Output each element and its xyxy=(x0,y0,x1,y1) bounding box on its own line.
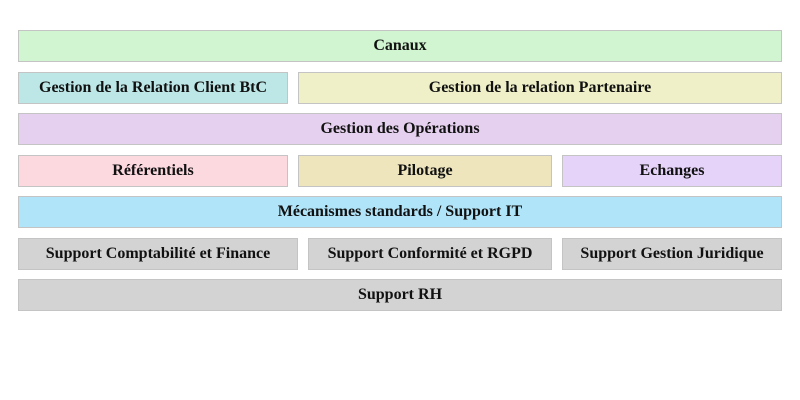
relation-partenaire-label: Gestion de la relation Partenaire xyxy=(428,79,652,96)
support-rh-block: Support RH xyxy=(18,279,782,311)
pilotage-block: Pilotage xyxy=(298,155,552,187)
pilotage-label: Pilotage xyxy=(397,162,453,179)
support-conformite-label: Support Conformité et RGPD xyxy=(327,245,533,262)
referentiels-block: Référentiels xyxy=(18,155,288,187)
relation-partenaire-block: Gestion de la relation Partenaire xyxy=(298,72,782,104)
support-comptabilite-label: Support Comptabilité et Finance xyxy=(45,245,271,262)
relation-client-btc-block: Gestion de la Relation Client BtC xyxy=(18,72,288,104)
operations-label: Gestion des Opérations xyxy=(320,120,480,137)
support-comptabilite-block: Support Comptabilité et Finance xyxy=(18,238,298,270)
relation-client-btc-label: Gestion de la Relation Client BtC xyxy=(39,79,267,96)
echanges-block: Echanges xyxy=(562,155,782,187)
canaux-label: Canaux xyxy=(373,37,427,54)
support-it-label: Mécanismes standards / Support IT xyxy=(277,203,523,220)
support-juridique-label: Support Gestion Juridique xyxy=(580,245,764,262)
referentiels-label: Référentiels xyxy=(112,162,194,179)
echanges-label: Echanges xyxy=(639,162,705,179)
support-conformite-block: Support Conformité et RGPD xyxy=(308,238,552,270)
support-rh-label: Support RH xyxy=(357,286,443,303)
canaux-block: Canaux xyxy=(18,30,782,62)
support-it-block: Mécanismes standards / Support IT xyxy=(18,196,782,228)
support-juridique-block: Support Gestion Juridique xyxy=(562,238,782,270)
operations-block: Gestion des Opérations xyxy=(18,113,782,145)
